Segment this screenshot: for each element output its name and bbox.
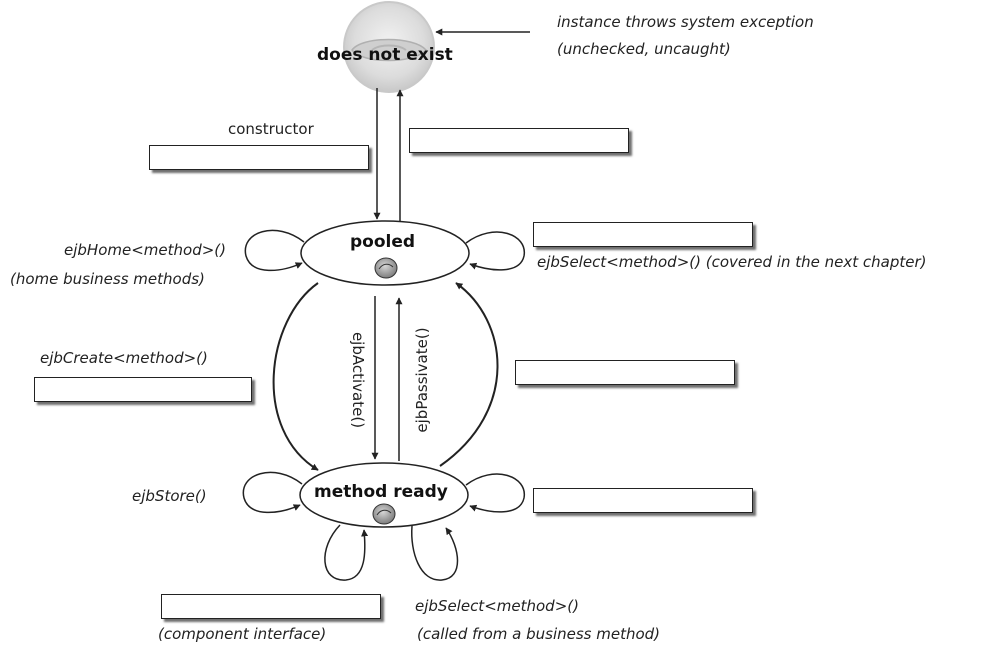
exception-label: instance throws system exception xyxy=(557,13,814,31)
ejb-create-label: ejbCreate<method>() xyxy=(40,349,208,367)
ejb-select-pooled-label: ejbSelect<method>() (covered in the next… xyxy=(537,253,927,271)
blank-box-create-left[interactable] xyxy=(34,377,252,402)
ejb-create-arrow xyxy=(272,282,319,471)
state-does-not-exist-label: does not exist xyxy=(317,45,453,65)
exception-detail-label: (unchecked, uncaught) xyxy=(557,40,731,58)
pooled-home-loop xyxy=(244,229,305,272)
pooled-select-loop xyxy=(465,231,525,271)
blank-box-pooled-right[interactable] xyxy=(533,222,753,247)
called-from-business-label: (called from a business method) xyxy=(417,625,661,643)
blank-box-remove-right[interactable] xyxy=(515,360,735,385)
component-interface-label: (component interface) xyxy=(158,625,327,643)
state-method-ready xyxy=(299,462,469,528)
state-method-ready-shape xyxy=(299,462,469,528)
ejb-passivate-label: ejbPassivate() xyxy=(413,327,431,433)
ready-component-loop xyxy=(324,524,369,581)
state-does-not-exist xyxy=(343,1,435,93)
blank-box-top-right[interactable] xyxy=(409,128,629,153)
ejb-store-label: ejbStore() xyxy=(132,487,207,505)
ready-right-loop xyxy=(465,473,525,513)
ejb-select-ready-label: ejbSelect<method>() xyxy=(415,597,579,615)
bean-seam-icon xyxy=(371,44,407,51)
pooled-bean-seam-icon xyxy=(378,263,394,270)
ready-select-loop xyxy=(411,525,459,581)
constructor-label: constructor xyxy=(228,120,314,138)
ejb-home-label: ejbHome<method>() xyxy=(64,241,226,259)
state-method-ready-label: method ready xyxy=(314,482,448,502)
pooled-bean-icon xyxy=(374,257,398,279)
blank-box-constructor-area[interactable] xyxy=(149,145,369,170)
blank-box-component[interactable] xyxy=(161,594,381,619)
method-ready-bean-icon xyxy=(372,503,396,525)
home-business-label: (home business methods) xyxy=(10,270,205,288)
bean-outline-icon xyxy=(351,38,427,62)
blank-box-ready-right[interactable] xyxy=(533,488,753,513)
method-ready-bean-seam-icon xyxy=(376,509,392,516)
ejb-activate-label: ejbActivate() xyxy=(349,331,367,429)
state-pooled-label: pooled xyxy=(350,232,416,252)
ready-store-loop xyxy=(242,471,303,514)
state-pooled-shape xyxy=(300,220,470,286)
ejb-remove-arrow xyxy=(439,282,499,467)
state-pooled xyxy=(300,220,470,286)
